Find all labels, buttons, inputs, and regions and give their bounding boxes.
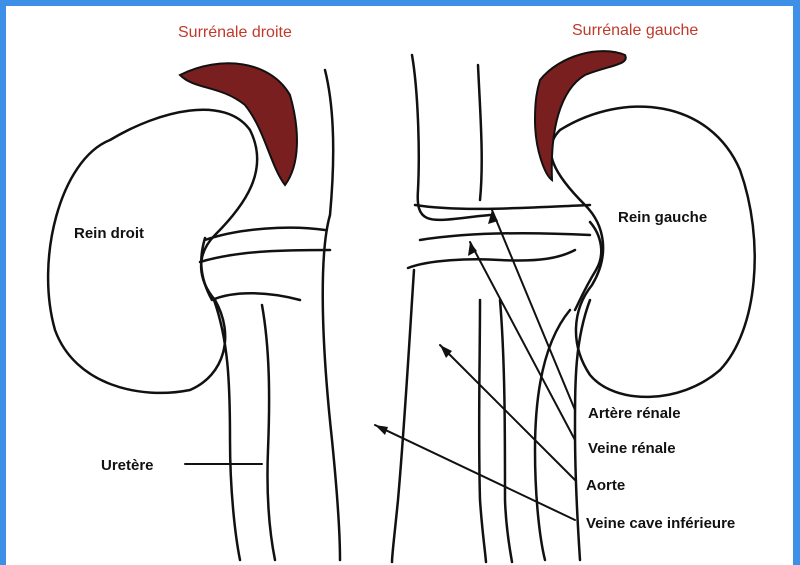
kidney-left-label: Rein gauche [618,210,707,225]
renal-vein-right [200,228,330,262]
adrenal-left-shape [535,51,626,180]
pointer-renal-vein [470,242,575,440]
aorta-left-wall [408,250,575,268]
vessel-center-2 [500,300,512,562]
kidney-left-outline [551,107,755,397]
hilum-right [201,238,300,300]
aorta-right-wall [478,65,482,200]
renal-artery-label: Artère rénale [588,406,681,421]
pointer-vena-cava [375,425,575,520]
kidney-right-label: Rein droit [74,226,144,241]
adrenal-right-shape [180,63,297,185]
vena-cava-left-wall [323,70,340,560]
ureter-right-inner [262,305,275,560]
adrenal-right-label: Surrénale droite [178,25,292,41]
aorta-label: Aorte [586,478,625,493]
adrenal-left-label: Surrénale gauche [572,23,698,39]
ureter-left-outer [535,310,570,560]
arrowhead-vena-cava [375,425,388,435]
ureter-right-outer [214,300,240,560]
ureter-label: Uretère [101,458,154,473]
aorta-inner-wall [392,270,414,562]
renal-vein-label: Veine rénale [588,441,676,456]
vena-cava-label: Veine cave inférieure [586,516,735,531]
vessel-center-1 [479,300,486,562]
pointer-aorta [440,345,575,480]
